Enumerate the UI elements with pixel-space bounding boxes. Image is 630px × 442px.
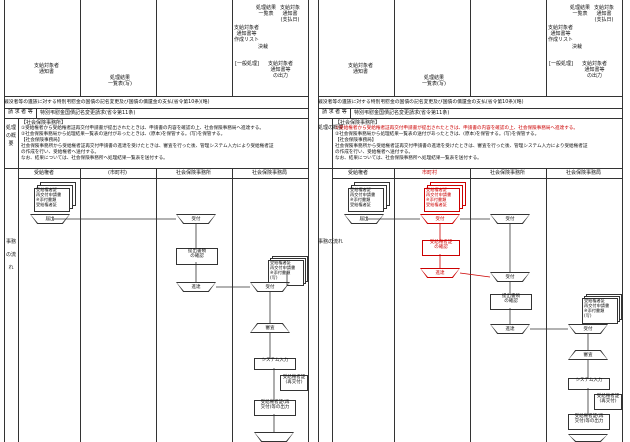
claim-label-p2: 請 求 者 等 [322, 109, 347, 115]
receive2-shape: 受付 [250, 282, 290, 292]
receive-shape-red: 受付 [420, 214, 460, 224]
top-text-col4a-p2: 処理結果 一覧表 [570, 5, 591, 17]
out-doc2: 受給権者証(再 交付)等の出力 [254, 400, 296, 416]
summary-line-6: なお、結果については、社会保険事務所へ処理結果一覧表を送付する。 [21, 156, 168, 161]
summary-line-1: ①受給権者から受給権者証再交付申請書が提出されたときは、申請書の内容を確認の上、… [21, 126, 264, 131]
summary-line-3: 【社会保険事務局】 [21, 138, 63, 143]
top-text-col2: 処理結果 一覧表(写) [108, 75, 132, 87]
col-header-3: 社会保険事務所 [176, 170, 212, 176]
doc-line-1: 受給権者証 [36, 187, 57, 192]
page-right: 支給対象者 通知書 処理結果 一覧表(写) 処理結果 一覧表 支給対象 通知書 … [318, 0, 623, 442]
top-text-col2-p2: 処理結果 一覧表(写) [422, 75, 446, 87]
receive2-shape-p2: 受付 [568, 324, 608, 334]
bottom-shape-p2 [568, 434, 608, 442]
top-text-col4d-p2: [一般処理] [549, 61, 573, 67]
check-box-p2: 提出書類 の確認 [490, 294, 532, 310]
out-doc2-p2: 受給権者証(再 交付)等の出力 [568, 414, 610, 430]
application-stack-red: 受給権者証 再交付申請書 ※添付書類 受給権者証 [424, 182, 466, 216]
claim-value: 特別弔慰金国債記名変更請求(省令第11条) [40, 110, 136, 116]
col-header-2-p2: 市町村 [422, 170, 438, 176]
col-header-1: 受給権者 [34, 170, 55, 176]
bottom-shape [254, 432, 294, 442]
summary-line-3-p2: 【社会保険事務局】 [335, 138, 377, 143]
top-text-col4b-p2: 支給対象 通知書 (支払日) [594, 5, 615, 23]
caption: 戦没者等の遺族に対する特別弔慰金の国債の記名変更及び国債の償還金の支払(省令第1… [4, 100, 210, 105]
side-summary-p2: 処理の概要 [318, 125, 344, 131]
check-box: 提出書類 の確認 [176, 248, 218, 265]
page-left: 支給対象者 通知書 処理結果 一覧表(写) 処理結果 一覧表 支給対象 通知書 … [4, 0, 309, 442]
submit-shape-p2: 届出 [344, 214, 384, 224]
summary-line-4-p2: 社会保険事務所から受給権者証再交付申請書の進達を受けたときは、審査を行った後、管… [335, 144, 588, 149]
top-text-col4b: 支給対象 通知書 (支払日) [280, 5, 301, 23]
top-text-col1-p2: 支給対象者 通知書 [348, 63, 374, 75]
top-text-approve: 決裁 [258, 44, 269, 50]
application-stack: 受給権者証 再交付申請書 ※添付書類 受給権者証 [34, 182, 76, 216]
summary-line-5-p2: の作成を行い、受給権者へ送付する。 [335, 150, 414, 155]
application-stack-p2: 受給権者証 再交付申請書 ※添付書類 受給権者証 [348, 182, 390, 216]
summary-line-6-p2: なお、結果については、社会保険事務所へ処理結果一覧表を送付する。 [335, 156, 482, 161]
forward-shape: 進達 [176, 282, 216, 292]
out-doc1: 受給権者証 (再交付) [280, 375, 308, 391]
summary-line-5: の作成を行い、受給権者へ送付する。 [21, 150, 100, 155]
flow-arrows [52, 218, 288, 432]
summary-head-p2: 【社会保険事務所】 [335, 120, 381, 126]
review-shape-p2: 審査 [568, 350, 608, 360]
top-text-col4e-p2: 支給対象者 通知書等 の出力 [582, 61, 608, 79]
col-header-1-p2: 受給権者 [348, 170, 369, 176]
top-text-col4c: 支給対象者 通知書等 作成リスト [234, 25, 260, 43]
forward-red: 進達 [420, 268, 460, 278]
side-flow: 事務の流れ [5, 239, 16, 271]
summary-line-1-p2: ①受給権者から受給権者証再交付申請書が提出されたときは、申請書の内容を確認の上、… [335, 126, 578, 131]
forward-shape-p2: 進達 [490, 324, 530, 334]
summary-line-2-p2: ②社会保険事務局から処理結果一覧表の送付があったときは、(原本)を保管する。(写… [335, 132, 540, 137]
check2-box: 受給権者証 の確認 [422, 240, 460, 256]
side-flow-p2: 事務の流れ [318, 239, 344, 245]
col-header-4: 社会保険事務局 [252, 170, 288, 176]
side-summary: 処理の概要 [5, 125, 16, 147]
submit-shape: 届出 [30, 214, 70, 224]
col-header-3-p2: 社会保険事務所 [490, 170, 526, 176]
receive-shape-p2: 受付 [490, 214, 530, 224]
doc-line-3: ※添付書類 [36, 197, 57, 202]
summary-line-2: ②社会保険事務局から処理結果一覧表の送付があったときは、(原本)を保管する。(写… [21, 132, 226, 137]
doc-line-2: 再交付申請書 [36, 192, 62, 197]
claim-value-p2: 特別弔慰金国債記名変更請求(省令第11条) [354, 110, 450, 116]
out-doc1-p2: 受給権者証 (再交付) [594, 394, 622, 410]
receive-mid-p2: 受付 [490, 272, 530, 282]
copy-stack-p2: 受給権者証 再交付申請書 ※添付書類 (写) [582, 294, 622, 324]
doc-line-4: 受給権者証 [36, 202, 57, 207]
summary-line-4: 社会保険事務所から受給権者証再交付申請書の進達を受けたときは、審査を行った後、管… [21, 144, 274, 149]
sys-input-box: システム入力 [254, 358, 296, 370]
review-shape: 審査 [250, 323, 290, 333]
top-text-approve-p2: 決裁 [572, 44, 583, 50]
col-header-4-p2: 社会保険事務局 [566, 170, 602, 176]
flow-arrows-p2 [366, 218, 589, 414]
receive-shape: 受付 [176, 214, 216, 224]
top-text-col1: 支給対象者 通知書 [34, 63, 60, 75]
top-text-col4d: [一般処理] [235, 61, 259, 67]
summary-head: 【社会保険事務所】 [21, 120, 67, 126]
top-text-col4a: 処理結果 一覧表 [256, 5, 277, 17]
top-text-col4e: 支給対象者 通知書等 の出力 [268, 61, 294, 79]
claim-label: 請 求 者 等 [8, 109, 33, 115]
caption-p2: 戦没者等の遺族に対する特別弔慰金の国債の記名変更及び国債の償還金の支払(省令第1… [318, 100, 524, 105]
col-header-2: (市町村) [108, 170, 127, 176]
sys-input-box-p2: システム入力 [568, 378, 610, 390]
top-text-col4c-p2: 支給対象者 通知書等 作成リスト [548, 25, 574, 43]
